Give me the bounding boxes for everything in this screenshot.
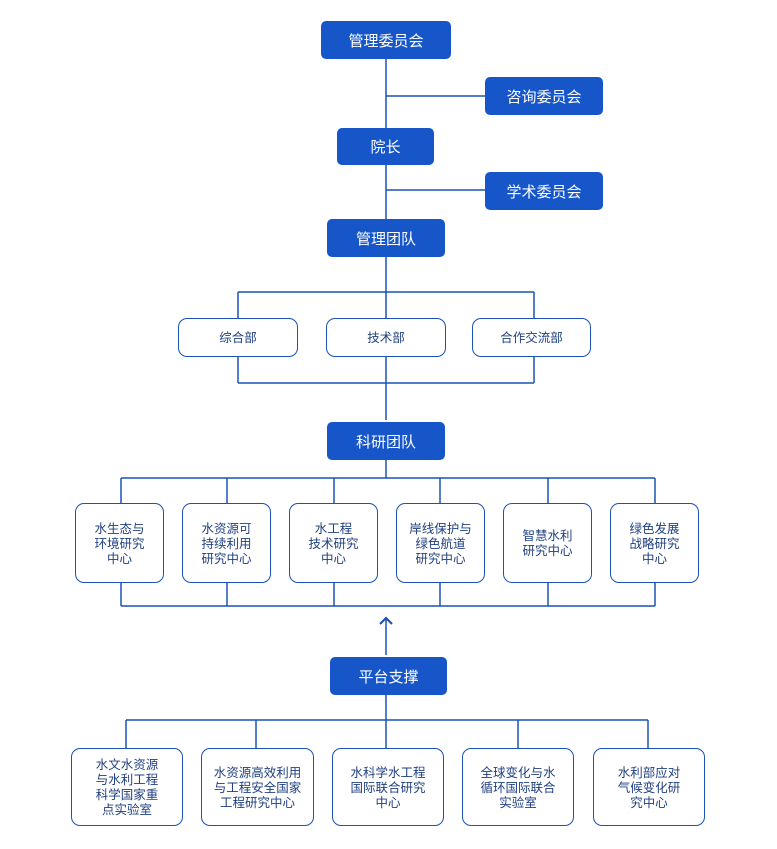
lab-box: 水文水资源 与水利工程 科学国家重 点实验室 <box>71 748 183 826</box>
management-committee-label: 管理委员会 <box>348 31 424 50</box>
lab-label: 水资源高效利用 与工程安全国家 工程研究中心 <box>213 764 302 810</box>
research-center-label: 智慧水利 研究中心 <box>522 528 573 558</box>
lab-box: 水科学水工程 国际联合研究 中心 <box>332 748 444 826</box>
management-committee: 管理委员会 <box>321 21 451 59</box>
academic-committee: 学术委员会 <box>485 172 603 210</box>
department-box: 技术部 <box>326 318 446 357</box>
management-team-label: 管理团队 <box>355 229 416 248</box>
platform-support: 平台支撑 <box>330 657 447 695</box>
research-center-box: 水生态与 环境研究 中心 <box>75 503 164 583</box>
research-center-box: 智慧水利 研究中心 <box>503 503 592 583</box>
department-box: 综合部 <box>178 318 298 357</box>
research-center-label: 岸线保护与 绿色航道 研究中心 <box>409 520 472 566</box>
lab-box: 水利部应对 气候变化研 究中心 <box>593 748 705 826</box>
lab-label: 水利部应对 气候变化研 究中心 <box>617 764 681 810</box>
research-center-box: 水资源可 持续利用 研究中心 <box>182 503 271 583</box>
department-label: 综合部 <box>219 330 257 345</box>
research-center-label: 水工程 技术研究 中心 <box>308 520 359 566</box>
research-center-label: 水资源可 持续利用 研究中心 <box>201 520 252 566</box>
lab-label: 全球变化与水 循环国际联合 实验室 <box>480 764 556 810</box>
lab-label: 水科学水工程 国际联合研究 中心 <box>350 764 426 810</box>
research-center-label: 绿色发展 战略研究 中心 <box>629 520 680 566</box>
platform-support-label: 平台支撑 <box>358 667 419 686</box>
president: 院长 <box>337 128 434 165</box>
department-label: 技术部 <box>367 330 405 345</box>
research-center-box: 岸线保护与 绿色航道 研究中心 <box>396 503 485 583</box>
research-center-box: 水工程 技术研究 中心 <box>289 503 378 583</box>
research-team: 科研团队 <box>327 422 445 460</box>
department-box: 合作交流部 <box>472 318 591 357</box>
lab-box: 全球变化与水 循环国际联合 实验室 <box>462 748 574 826</box>
advisory-committee: 咨询委员会 <box>485 77 603 115</box>
lab-box: 水资源高效利用 与工程安全国家 工程研究中心 <box>201 748 314 826</box>
lab-label: 水文水资源 与水利工程 科学国家重 点实验室 <box>95 757 159 817</box>
management-team: 管理团队 <box>327 219 445 257</box>
research-center-label: 水生态与 环境研究 中心 <box>94 520 145 566</box>
president-label: 院长 <box>370 138 401 156</box>
academic-committee-label: 学术委员会 <box>506 182 582 201</box>
research-center-box: 绿色发展 战略研究 中心 <box>610 503 699 583</box>
advisory-committee-label: 咨询委员会 <box>506 87 582 106</box>
department-label: 合作交流部 <box>500 330 563 345</box>
research-team-label: 科研团队 <box>355 432 416 451</box>
